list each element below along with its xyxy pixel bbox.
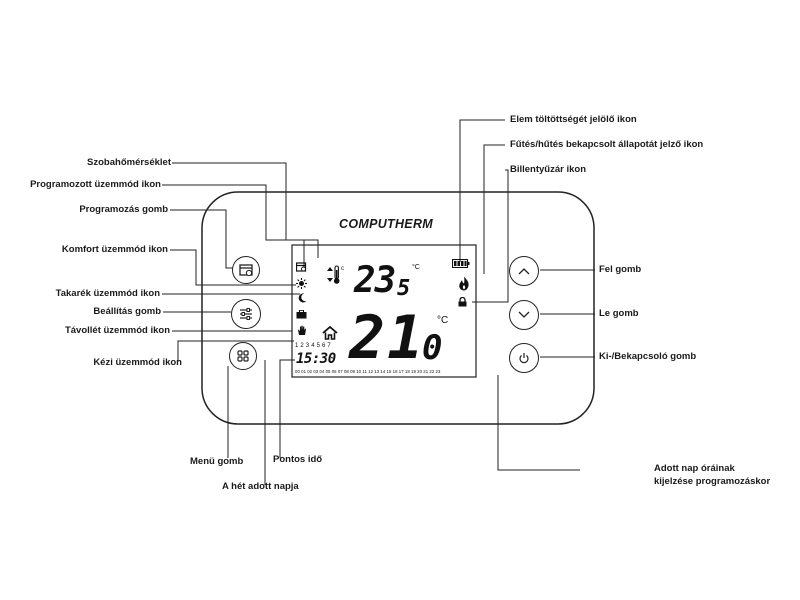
label-day-of-week: A hét adott napja	[222, 481, 299, 492]
hours-row: 00 01 02 03 04 05 06 07 08 09 10 11 12 1…	[295, 369, 441, 374]
menu-button[interactable]	[229, 342, 257, 370]
time-display: 15:30	[296, 351, 336, 367]
chevron-down-icon	[518, 311, 530, 318]
day-numbers: 1 2 3 4 5 6 7	[295, 343, 331, 349]
battery-icon	[452, 259, 470, 268]
chevron-up-icon	[518, 268, 530, 275]
power-button[interactable]	[509, 343, 539, 373]
room-temp-unit: °C	[412, 264, 420, 271]
label-room-temp: Szobahőmérséklet	[87, 157, 171, 168]
label-programmed-mode: Programozott üzemmód ikon	[30, 179, 161, 190]
down-button[interactable]	[509, 300, 539, 330]
set-temp-unit: °C	[437, 315, 449, 326]
set-temp-decimal: 0	[422, 328, 443, 368]
label-power-button: Ki-/Bekapcsoló gomb	[599, 351, 697, 362]
lcd-screen	[291, 244, 477, 378]
lock-icon	[458, 297, 467, 307]
home-icon	[322, 326, 338, 340]
label-day-hours-line2: kijelzése programozáskor	[654, 476, 771, 487]
sliders-icon	[240, 308, 252, 320]
label-comfort-mode: Komfort üzemmód ikon	[61, 244, 168, 255]
power-icon	[519, 353, 529, 364]
menu-grid-icon	[237, 350, 249, 362]
label-programming-button: Programozás gomb	[79, 204, 168, 215]
label-menu-button: Menü gomb	[190, 456, 244, 467]
label-economy-mode: Takarék üzemmód ikon	[55, 288, 160, 299]
suitcase-icon	[296, 310, 307, 319]
label-battery-icon: Elem töltöttségét jelölő ikon	[510, 114, 637, 125]
label-current-time: Pontos idő	[273, 454, 323, 465]
room-temp-decimal: 5	[397, 276, 411, 301]
label-day-hours-line1: Adott nap óráinak	[654, 463, 735, 474]
label-heating-cooling-icon: Fűtés/hűtés bekapcsolt állapotát jelző i…	[510, 139, 704, 150]
sun-icon	[296, 278, 307, 289]
settings-button[interactable]	[231, 299, 261, 329]
label-up-button: Fel gomb	[599, 264, 642, 275]
label-away-mode: Távollét üzemmód ikon	[64, 325, 170, 336]
calendar-button-icon	[239, 264, 253, 277]
hand-icon	[298, 325, 306, 335]
leader-lines	[162, 119, 595, 485]
label-settings-button: Beállítás gomb	[93, 306, 161, 317]
programming-button[interactable]	[232, 256, 260, 284]
flame-icon	[459, 276, 469, 291]
brand-logo: COMPUTHERM	[339, 217, 433, 231]
label-keylock-icon: Billentyűzár ikon	[510, 164, 587, 175]
set-temp-value: 21	[349, 303, 426, 373]
thermometer-unit: c	[341, 266, 344, 272]
label-down-button: Le gomb	[599, 308, 639, 319]
thermometer-icon	[327, 265, 340, 284]
label-manual-mode: Kézi üzemmód ikon	[93, 357, 182, 368]
programmed-icon	[296, 262, 307, 272]
room-temp-value: 23	[354, 260, 396, 301]
moon-icon	[298, 293, 307, 303]
up-button[interactable]	[509, 256, 539, 286]
